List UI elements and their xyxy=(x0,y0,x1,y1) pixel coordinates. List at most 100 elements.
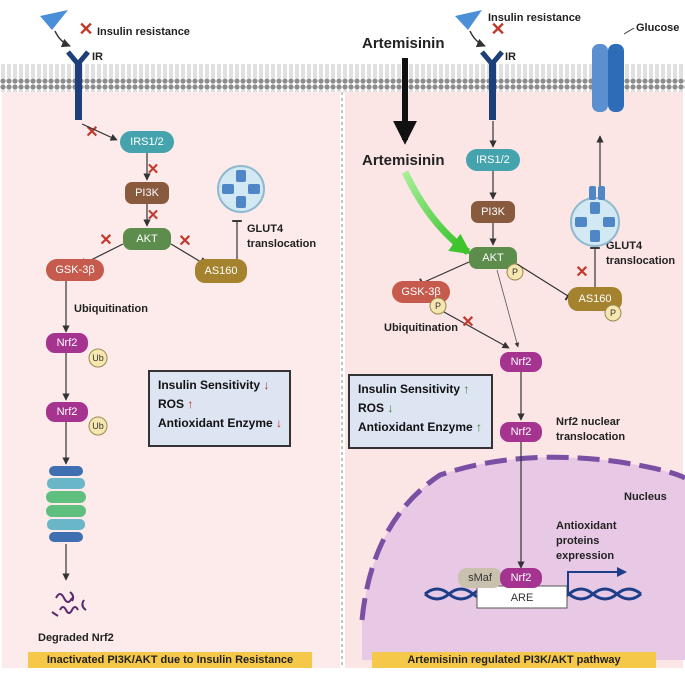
ir-receptor-icon xyxy=(66,50,90,120)
insulin-ligand-icon xyxy=(40,10,68,30)
nrf2-node-label: Nrf2 xyxy=(511,356,532,368)
ubiquitination-label: Ubiquitination xyxy=(384,322,458,334)
summary-line-insulin-sensitivity: Insulin Sensitivity ↓ xyxy=(158,378,270,392)
insulin-ligand-icon xyxy=(455,10,482,30)
as160-node-label: AS160 xyxy=(578,293,611,305)
phospho-badge xyxy=(604,304,622,322)
glut4-label-line2: translocation xyxy=(247,238,316,250)
inhibit-akt-as160 xyxy=(516,263,572,301)
glut4-transporter-icon xyxy=(589,186,605,200)
pi3k-node-label: PI3K xyxy=(481,206,506,218)
smaf-node-label: sMaf xyxy=(468,572,493,584)
irs-node-label: IRS1/2 xyxy=(476,154,510,166)
left-panel: ✕ Insulin resistance IR ✕ IRS1/2 ✕ PI3K … xyxy=(38,10,316,644)
insulin-binding-arrow xyxy=(469,30,486,48)
glut4-vesicle-icon xyxy=(217,165,265,213)
right-panel: ✕ Insulin resistance IR Glucose Artemisi… xyxy=(359,10,685,660)
expression-label-line3: expression xyxy=(556,550,614,562)
akt-node xyxy=(469,247,517,269)
irs-node xyxy=(466,149,520,171)
glut4-label-line1: GLUT4 xyxy=(247,223,284,235)
ubiquitin-badge-label: Ub xyxy=(92,353,104,363)
down-arrow-icon: ↓ xyxy=(387,401,394,415)
summary-line-ros: ROS ↑ xyxy=(158,397,194,411)
up-arrow-icon: ↑ xyxy=(187,397,194,411)
phospho-badge xyxy=(506,263,524,281)
artemisinin-label: Artemisinin xyxy=(362,152,445,169)
expression-label-line1: Antioxidant xyxy=(556,520,617,532)
ubiquitin-badge xyxy=(88,416,108,436)
akt-node xyxy=(123,228,171,250)
arrow-gsk-nrf2 xyxy=(443,311,510,349)
ir-label: IR xyxy=(505,51,516,63)
phospho-badge xyxy=(429,297,447,315)
gsk3b-node xyxy=(392,281,450,303)
summary-line-antioxidant-enzyme: Antioxidant Enzyme ↑ xyxy=(358,420,483,434)
left-panel-caption: Inactivated PI3K/AKT due to Insulin Resi… xyxy=(28,652,312,668)
ubiquitination-label: Ubiquitination xyxy=(74,303,148,315)
summary-line-insulin-sensitivity: Insulin Sensitivity ↑ xyxy=(358,382,470,396)
as160-node xyxy=(195,259,247,283)
irs-node xyxy=(120,131,174,153)
as160-node xyxy=(568,287,622,311)
inhibit-x-icon: ✕ xyxy=(461,314,474,331)
left-summary-box: Insulin Sensitivity ↓ ROS ↑ Antioxidant … xyxy=(148,370,291,447)
inhibit-x-icon: ✕ xyxy=(147,207,160,224)
nucleus-label: Nucleus xyxy=(624,491,667,503)
expression-label-line2: proteins xyxy=(556,535,599,547)
proteasome-icon xyxy=(46,466,86,542)
phospho-badge-label: P xyxy=(435,301,441,311)
glut4-label-line1: GLUT4 xyxy=(606,240,643,252)
phospho-badge-label: P xyxy=(610,308,616,318)
cell-membrane xyxy=(0,64,685,92)
artemisinin-activation-arrow xyxy=(401,170,472,255)
ir-label: IR xyxy=(92,51,103,63)
smaf-node xyxy=(458,568,502,588)
nrf2-node xyxy=(500,422,542,442)
nrf2-node-label: Nrf2 xyxy=(57,406,78,418)
phospho-badge-label: P xyxy=(512,267,518,277)
insulin-resistance-label: Insulin resistance xyxy=(97,26,190,38)
insulin-binding-arrow xyxy=(54,30,71,48)
nrf2-translocation-label-line1: Nrf2 nuclear xyxy=(556,416,621,428)
nrf2-node xyxy=(46,402,88,422)
inhibit-x-icon: ✕ xyxy=(78,19,93,39)
gsk3b-node xyxy=(46,259,104,281)
artemisinin-label: Artemisinin xyxy=(362,35,445,52)
nucleus xyxy=(362,457,685,660)
nuclear-envelope xyxy=(359,454,685,621)
degraded-nrf2-icon xyxy=(51,591,87,617)
gsk3b-node-label: GSK-3β xyxy=(55,264,94,276)
are-label: ARE xyxy=(511,592,534,604)
glucose-label: Glucose xyxy=(636,22,679,34)
summary-line-ros: ROS ↓ xyxy=(358,401,394,415)
transcription-arrow xyxy=(567,567,627,596)
insulin-resistance-label: Insulin resistance xyxy=(488,12,581,24)
ubiquitin-badge xyxy=(88,348,108,368)
arrow-ir-irs xyxy=(81,123,118,141)
pi3k-node-label: PI3K xyxy=(135,187,160,199)
up-arrow-icon: ↑ xyxy=(476,420,483,434)
inhibit-akt-gsk xyxy=(419,261,470,288)
pi3k-node xyxy=(125,182,169,204)
glucose-pointer xyxy=(623,27,635,35)
glut4-vesicle-icon xyxy=(570,197,620,247)
down-arrow-icon: ↓ xyxy=(276,416,283,430)
up-arrow-icon: ↑ xyxy=(463,382,470,396)
glucose-transporter-icon xyxy=(592,44,624,112)
nrf2-node-label: Nrf2 xyxy=(511,572,532,584)
irs-node-label: IRS1/2 xyxy=(130,136,164,148)
degraded-nrf2-label: Degraded Nrf2 xyxy=(38,632,114,644)
inhibit-x-icon: ✕ xyxy=(99,232,112,249)
summary-line-antioxidant-enzyme: Antioxidant Enzyme ↓ xyxy=(158,416,283,430)
inhibit-x-icon: ✕ xyxy=(490,19,505,39)
inhibit-x-icon: ✕ xyxy=(147,161,160,178)
as160-node-label: AS160 xyxy=(204,265,237,277)
gsk3b-node-label: GSK-3β xyxy=(401,286,440,298)
nrf2-node xyxy=(500,352,542,372)
inhibit-x-icon: ✕ xyxy=(575,264,588,281)
arrow-akt-nrf2 xyxy=(496,269,520,348)
nrf2-node-label: Nrf2 xyxy=(57,337,78,349)
